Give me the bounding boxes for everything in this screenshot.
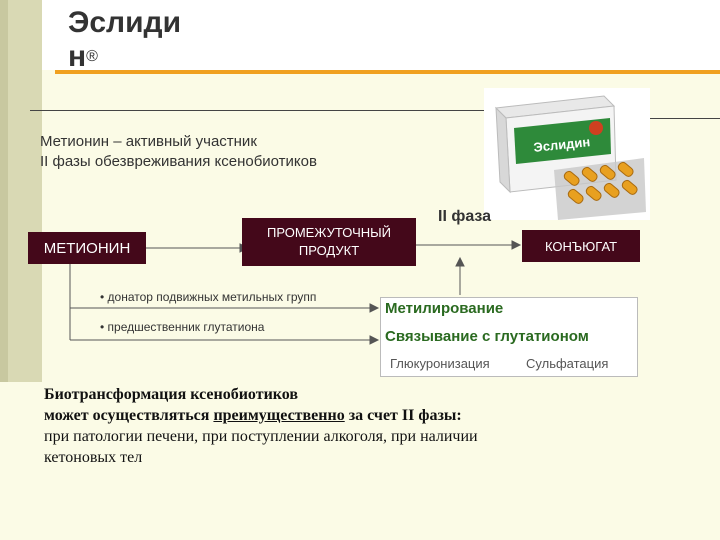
registered-mark: ®: [86, 48, 98, 65]
bullet-2: • предшественник глутатиона: [100, 320, 264, 334]
bullet-2-text: предшественник глутатиона: [107, 320, 265, 334]
subtitle-line-2: II фазы обезвреживания ксенобиотиков: [40, 153, 317, 170]
bullet-1-text: донатор подвижных метильных групп: [107, 290, 317, 304]
bottom-line-2-underlined: преимущественно: [213, 407, 345, 424]
bottom-line-3: при патологии печени, при поступлении ал…: [44, 428, 478, 445]
intermediate-label-2: ПРОДУКТ: [298, 243, 360, 258]
title-strip: [42, 0, 720, 70]
left-decor-bar-inner: [8, 0, 42, 382]
slide-title: Эслиди н®: [68, 6, 181, 74]
conjugate-label: КОНЪЮГАТ: [544, 238, 618, 254]
product-brand-text: Эслидин: [533, 134, 591, 155]
intermediate-label-1: ПРОМЕЖУТОЧНЫЙ: [267, 225, 391, 240]
bottom-text: Биотрансформация ксенобиотиков может осу…: [44, 384, 684, 468]
glutathione-label: Связывание с глутатионом: [385, 328, 589, 345]
product-photo: Эслидин: [484, 88, 650, 220]
subtitle-line-1: Метионин – активный участник: [40, 133, 257, 150]
methionine-box: МЕТИОНИН: [28, 232, 146, 264]
bullet-dot-icon: •: [100, 290, 105, 304]
methylation-label: Метилирование: [385, 300, 504, 317]
bottom-line-2-post: за счет II фазы:: [344, 407, 462, 424]
bullet-1: • донатор подвижных метильных групп: [100, 290, 316, 304]
title-line-2-text: н: [68, 40, 87, 73]
subtitle: Метионин – активный участник II фазы обе…: [40, 132, 317, 172]
product-illustration: Эслидин: [494, 95, 646, 220]
title-line-1: Эслиди: [68, 6, 182, 39]
title-line-2: н®: [68, 40, 181, 74]
thin-divider: [30, 110, 490, 111]
methionine-label: МЕТИОНИН: [43, 239, 131, 257]
phase-label: II фаза: [438, 208, 492, 225]
intermediate-box: ПРОМЕЖУТОЧНЫЙ ПРОДУКТ: [242, 218, 416, 266]
conjugate-box: КОНЪЮГАТ: [522, 230, 640, 262]
bottom-line-2-pre: может осуществляться: [44, 407, 214, 424]
thin-divider-right: [650, 118, 720, 119]
bottom-line-1: Биотрансформация ксенобиотиков: [44, 386, 299, 403]
orange-divider: [55, 70, 720, 74]
bullet-dot-icon: •: [100, 320, 105, 334]
sulfation-label: Сульфатация: [526, 356, 609, 371]
glucuronidation-label: Глюкуронизация: [390, 356, 490, 371]
bottom-line-4: кетоновых тел: [44, 449, 143, 466]
bottom-line-2: может осуществляться преимущественно за …: [44, 405, 684, 426]
reactions-box: [380, 297, 638, 377]
